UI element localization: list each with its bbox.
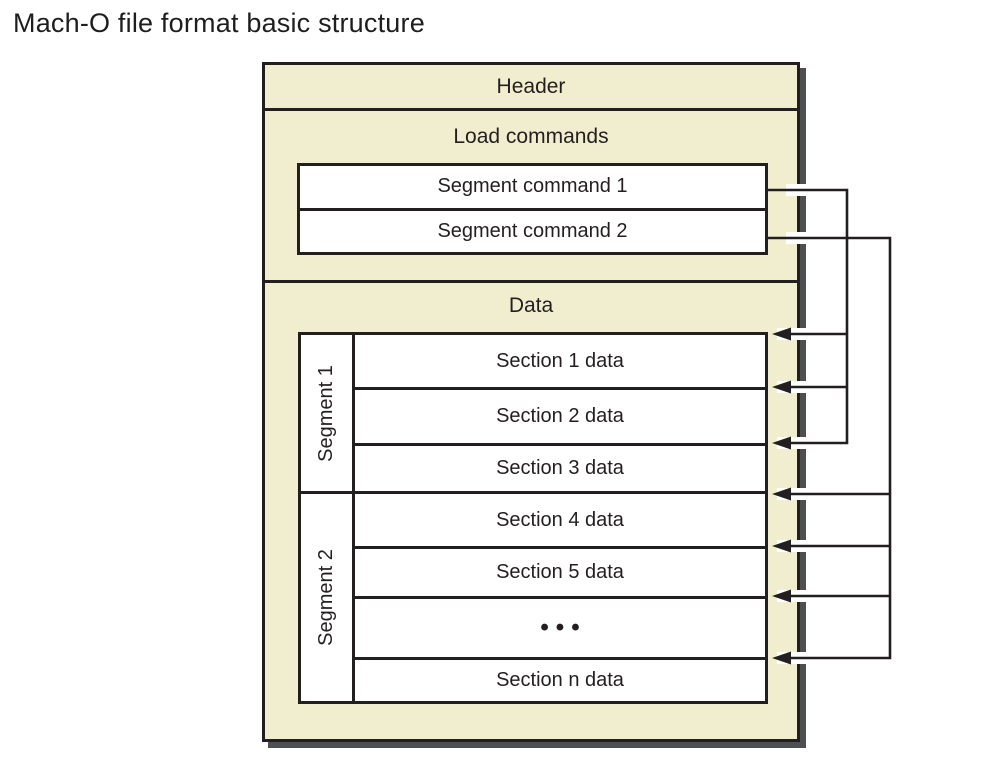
section-2-data-row: Section 2 data [355, 387, 765, 443]
header-divider-line [265, 108, 797, 111]
segment-command-2-row: Segment command 2 [437, 219, 628, 242]
segment-2-block: Segment 2 Section 4 data Section 5 data … [301, 494, 765, 701]
load-commands-band-label: Load commands [453, 125, 609, 148]
section-4-data-row: Section 4 data [496, 508, 624, 531]
data-band-label: Data [508, 294, 554, 317]
segment-commands-box: Segment command 1 Segment command 2 [297, 163, 768, 255]
segment-1-label-cell: Segment 1 [301, 335, 355, 491]
segment-2-sections: Section 4 data Section 5 data ••• Sectio… [355, 494, 765, 701]
segment-command-1-row: Segment command 1 [300, 166, 765, 211]
segment-2-label-cell: Segment 2 [301, 494, 355, 701]
header-band-label: Header [496, 75, 566, 98]
section-table: Segment 1 Section 1 data Section 2 data … [298, 332, 768, 704]
section-5-data-row: Section 5 data [355, 546, 765, 596]
segment-2-label: Segment 2 [315, 549, 338, 646]
section-n-data-row: Section n data [355, 657, 765, 701]
section-3-data-row: Section 3 data [355, 443, 765, 491]
data-divider-line [265, 280, 797, 283]
section-1-data-row: Section 1 data [496, 349, 624, 372]
segment-1-block: Segment 1 Section 1 data Section 2 data … [301, 335, 765, 494]
section-ellipsis-row: ••• [355, 596, 765, 657]
page-title: Mach-O file format basic structure [13, 8, 425, 38]
segment-1-label: Segment 1 [315, 364, 338, 462]
segment-1-sections: Section 1 data Section 2 data Section 3 … [355, 335, 765, 491]
machO-file-box: Header Load commands Segment command 1 S… [262, 62, 800, 742]
